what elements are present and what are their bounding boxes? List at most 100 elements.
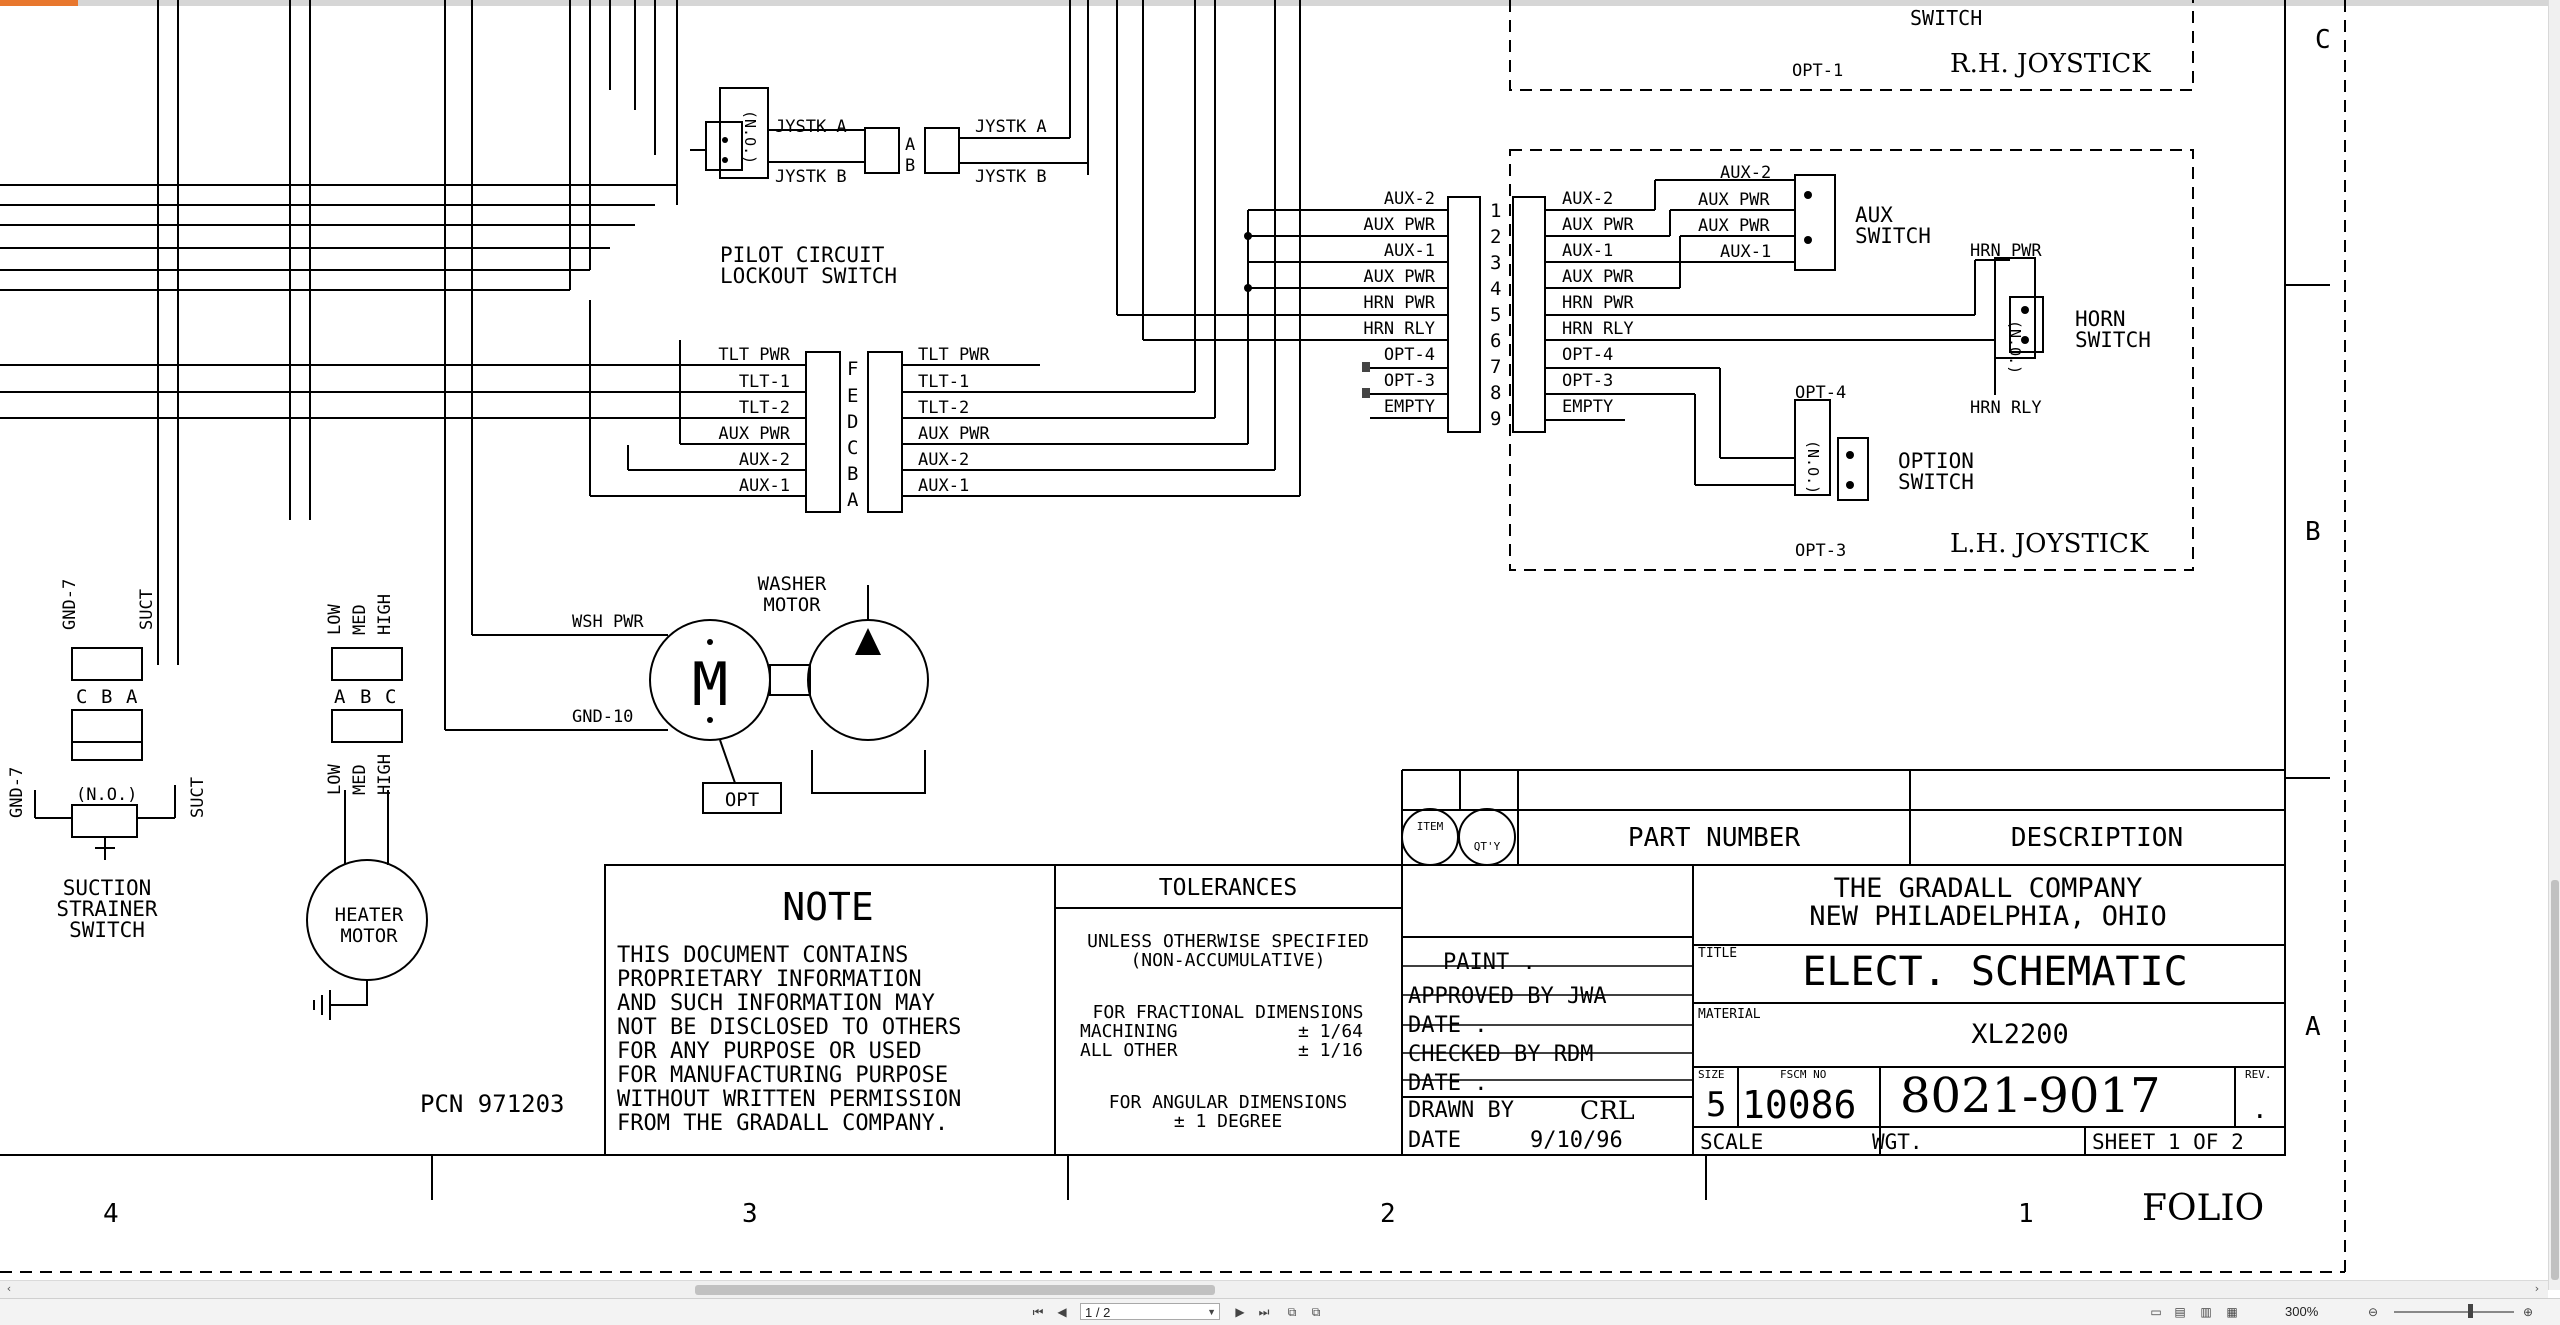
pin-number: 9: [1490, 408, 1501, 430]
pin-number: 4: [1490, 278, 1501, 300]
wire-label: HRN RLY: [1363, 319, 1435, 339]
horn-switch-label-2: SWITCH: [2075, 328, 2151, 352]
scroll-left-icon[interactable]: ‹: [6, 1282, 12, 1295]
zoom-slider[interactable]: [2394, 1311, 2514, 1313]
grid-number-3: 3: [742, 1199, 758, 1229]
note-heading: NOTE: [782, 885, 874, 929]
tolerance-line: ALL OTHER: [1080, 1040, 1178, 1061]
wire-label: OPT-3: [1384, 371, 1435, 391]
suction-gnd-top: GND-7: [60, 579, 80, 630]
zoom-in-icon[interactable]: ⊕: [2522, 1305, 2534, 1319]
grid-letter-a: A: [2305, 1012, 2321, 1042]
prev-view-icon[interactable]: ⧉: [1287, 1305, 1297, 1319]
pin-number: 7: [1490, 356, 1501, 378]
continuous-view-icon[interactable]: ▤: [2174, 1305, 2186, 1319]
rev-value: .: [2252, 1095, 2268, 1125]
pin-number: 6: [1490, 330, 1501, 352]
first-page-icon[interactable]: ⏮: [1032, 1305, 1044, 1319]
pilot-no-label: (N.O.): [741, 110, 759, 164]
heater-caption-2: MOTOR: [340, 925, 398, 947]
wire-label: AUX-2: [1384, 189, 1435, 209]
rh-joystick-title: R.H. JOYSTICK: [1950, 49, 2151, 79]
status-bar: ⏮ ◀ 1 / 2 ▼ ▶ ⏭ ⧉ ⧉ ▭ ▤ ▥ ▦ 300% ⊖ ⊕: [0, 1298, 2560, 1325]
wire-label: AUX-2: [1562, 189, 1613, 209]
wire-label: HRN RLY: [1562, 319, 1634, 339]
part-number-header: PART NUMBER: [1628, 823, 1801, 853]
drawn-by-value: CRL: [1580, 1096, 1635, 1125]
suction-suct-top: SUCT: [137, 589, 157, 630]
approved-by-field: APPROVED BY JWA: [1408, 984, 1607, 1009]
prev-page-icon[interactable]: ◀: [1057, 1305, 1067, 1319]
grid-letter-b: B: [2305, 517, 2321, 547]
pin-number: 2: [1490, 226, 1501, 248]
page-number-value: 1 / 2: [1085, 1305, 1111, 1320]
weight-field: WGT.: [1872, 1130, 1923, 1154]
tilt-wire-label: AUX-2: [739, 450, 790, 470]
drawing-number: 8021-9017: [1900, 1068, 2161, 1124]
date-field-1: DATE .: [1408, 1013, 1487, 1038]
washer-caption-2: MOTOR: [763, 594, 821, 616]
tolerance-line: FOR FRACTIONAL DIMENSIONS: [1093, 1002, 1364, 1023]
washer-caption-1: WASHER: [758, 573, 827, 595]
fscm-caption: FSCM NO: [1780, 1068, 1826, 1081]
horizontal-scrollbar[interactable]: ‹ ›: [0, 1280, 2548, 1299]
next-view-icon[interactable]: ⧉: [1311, 1305, 1321, 1319]
tolerance-value: ± 1/64: [1298, 1021, 1363, 1042]
date-field-2: DATE .: [1408, 1071, 1487, 1096]
note-line: THIS DOCUMENT CONTAINS: [617, 943, 908, 968]
tilt-wire-label: TLT-1: [739, 372, 790, 392]
suction-conn-letter: A: [126, 686, 138, 708]
tolerance-line: MACHINING: [1080, 1021, 1178, 1042]
horn-no-label: (N.O.): [2006, 320, 2024, 374]
wire-label: OPT-4: [1384, 345, 1435, 365]
wire-label: OPT-3: [1562, 371, 1613, 391]
scale-field: SCALE: [1700, 1130, 1763, 1154]
continuous-facing-view-icon[interactable]: ▦: [2226, 1305, 2238, 1319]
note-line: PROPRIETARY INFORMATION: [617, 967, 922, 992]
tilt-wire-label: AUX PWR: [918, 424, 990, 444]
zoom-slider-handle[interactable]: [2468, 1304, 2473, 1318]
wire-label: AUX PWR: [1562, 215, 1634, 235]
pin-number: 3: [1490, 252, 1501, 274]
heater-high-top: HIGH: [375, 594, 395, 635]
vertical-scrollbar[interactable]: [2548, 0, 2560, 1290]
option-top-label: OPT-4: [1795, 383, 1846, 403]
single-page-view-icon[interactable]: ▭: [2150, 1305, 2162, 1319]
drawing-title: ELECT. SCHEMATIC: [1802, 949, 2187, 995]
app-accent-tab[interactable]: [0, 0, 78, 6]
wire-label: AUX PWR: [1562, 267, 1634, 287]
tilt-wire-label: TLT-2: [739, 398, 790, 418]
size-caption: SIZE: [1698, 1068, 1725, 1081]
pcn-label: PCN 971203: [420, 1090, 565, 1118]
pilot-caption-1: PILOT CIRCUIT: [720, 243, 885, 267]
heater-low-lower: LOW: [325, 764, 345, 795]
tilt-letter: C: [847, 437, 858, 459]
aux-switch-wire-label: AUX-2: [1720, 163, 1771, 183]
qty-label: QT'Y: [1474, 840, 1501, 853]
suction-suct-lower: SUCT: [188, 777, 208, 818]
rh-switch-label: SWITCH: [1910, 6, 1982, 30]
wire-label: EMPTY: [1562, 397, 1613, 417]
company-name: THE GRADALL COMPANY: [1834, 873, 2143, 904]
vertical-scroll-thumb[interactable]: [2551, 880, 2559, 1280]
tilt-wire-label: AUX-2: [918, 450, 969, 470]
heater-conn-letter: A: [334, 686, 346, 708]
grid-letter-c: C: [2315, 25, 2331, 55]
sheet-field: SHEET 1 OF 2: [2092, 1130, 2244, 1154]
page-dropdown-icon[interactable]: ▼: [1207, 1307, 1216, 1317]
horizontal-scroll-thumb[interactable]: [695, 1285, 1215, 1295]
zoom-level[interactable]: 300%: [2285, 1304, 2319, 1319]
scroll-right-icon[interactable]: ›: [2534, 1282, 2540, 1295]
page-number-input[interactable]: 1 / 2 ▼: [1080, 1303, 1220, 1320]
wire-label: AUX PWR: [1363, 267, 1435, 287]
pilot-jystk-a-left: JYSTK A: [775, 117, 847, 137]
last-page-icon[interactable]: ⏭: [1258, 1305, 1270, 1319]
schematic-svg: C B A 4 3 2 1 FOLIO PCN 971203 SWITCH OP…: [0, 0, 2346, 1273]
folio-label: FOLIO: [2142, 1188, 2264, 1229]
note-line: FOR MANUFACTURING PURPOSE: [617, 1063, 948, 1088]
next-page-icon[interactable]: ▶: [1235, 1305, 1245, 1319]
material-value: XL2200: [1971, 1019, 2069, 1050]
zoom-out-icon[interactable]: ⊖: [2367, 1305, 2379, 1319]
facing-view-icon[interactable]: ▥: [2200, 1305, 2212, 1319]
tilt-wire-label: AUX-1: [918, 476, 969, 496]
